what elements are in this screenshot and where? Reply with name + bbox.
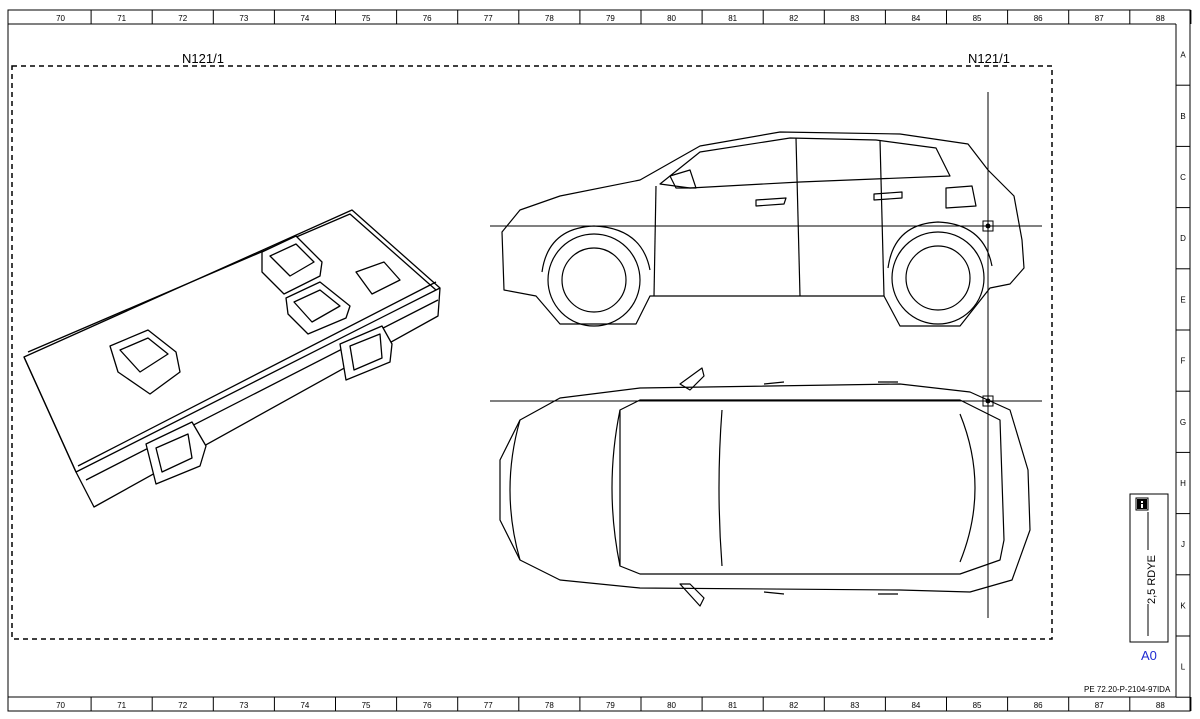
column-label: 83 xyxy=(850,14,859,23)
column-label: 86 xyxy=(1034,14,1043,23)
column-label: 74 xyxy=(300,14,309,23)
column-label: 71 xyxy=(117,14,126,23)
column-label: 88 xyxy=(1156,14,1165,23)
column-label: 74 xyxy=(300,701,309,710)
column-label: 70 xyxy=(56,701,65,710)
column-label: 79 xyxy=(606,14,615,23)
column-label: 84 xyxy=(911,701,920,710)
component-label-left: N121/1 xyxy=(182,51,224,66)
row-label: B xyxy=(1180,112,1185,121)
connector-code: A0 xyxy=(1141,648,1157,663)
wire-label: 2,5 RDYE xyxy=(1146,555,1158,604)
row-label: C xyxy=(1180,173,1186,182)
component-label-right: N121/1 xyxy=(968,51,1010,66)
column-label: 78 xyxy=(545,14,554,23)
row-label: E xyxy=(1180,295,1185,304)
wire-info-box xyxy=(1129,493,1169,643)
column-label: 77 xyxy=(484,701,493,710)
drawing-frame xyxy=(7,9,1191,712)
column-label: 72 xyxy=(178,701,187,710)
column-label: 75 xyxy=(362,14,371,23)
column-label: 81 xyxy=(728,14,737,23)
column-label: 87 xyxy=(1095,701,1104,710)
row-label: D xyxy=(1180,234,1186,243)
column-label: 73 xyxy=(239,14,248,23)
column-label: 75 xyxy=(362,701,371,710)
row-label: J xyxy=(1181,540,1185,549)
column-label: 78 xyxy=(545,701,554,710)
column-labels-top: 70 71 72 73 74 75 76 77 78 79 80 81 82 83 84 85 86 87 88 xyxy=(56,14,1165,23)
row-label: H xyxy=(1180,479,1186,488)
row-labels: A B C D E F G H J K L xyxy=(1180,51,1186,672)
component-boundary xyxy=(11,65,1053,640)
location-crosshairs xyxy=(490,92,1042,618)
info-icon xyxy=(1137,499,1147,509)
column-label: 77 xyxy=(484,14,493,23)
row-ticks xyxy=(1176,84,1190,698)
column-label: 76 xyxy=(423,14,432,23)
column-label: 72 xyxy=(178,14,187,23)
column-label: 81 xyxy=(728,701,737,710)
row-label: F xyxy=(1181,357,1186,366)
column-label: 88 xyxy=(1156,701,1165,710)
vehicle-top-view xyxy=(499,367,1031,607)
column-label: 86 xyxy=(1034,701,1043,710)
column-ticks-bottom xyxy=(90,697,1192,711)
column-label: 70 xyxy=(56,14,65,23)
document-code: PE 72.20-P-2104-97IDA xyxy=(1084,685,1171,694)
control-unit-drawing xyxy=(23,209,441,508)
column-label: 79 xyxy=(606,701,615,710)
column-label: 80 xyxy=(667,14,676,23)
column-label: 85 xyxy=(973,14,982,23)
column-label: 76 xyxy=(423,701,432,710)
column-label: 82 xyxy=(789,701,798,710)
column-label: 73 xyxy=(239,701,248,710)
column-label: 80 xyxy=(667,701,676,710)
row-label: A xyxy=(1180,51,1186,60)
column-label: 85 xyxy=(973,701,982,710)
row-label: L xyxy=(1181,663,1186,672)
column-label: 84 xyxy=(911,14,920,23)
column-label: 87 xyxy=(1095,14,1104,23)
row-label: G xyxy=(1180,418,1186,427)
column-label: 71 xyxy=(117,701,126,710)
column-labels-bottom: 70 71 72 73 74 75 76 77 78 79 80 81 82 83 84 85 86 87 88 xyxy=(56,701,1165,710)
column-label: 82 xyxy=(789,14,798,23)
column-label: 83 xyxy=(850,701,859,710)
vehicle-side-view xyxy=(501,131,1025,327)
column-ticks-top xyxy=(90,10,1192,24)
row-label: K xyxy=(1180,601,1186,610)
